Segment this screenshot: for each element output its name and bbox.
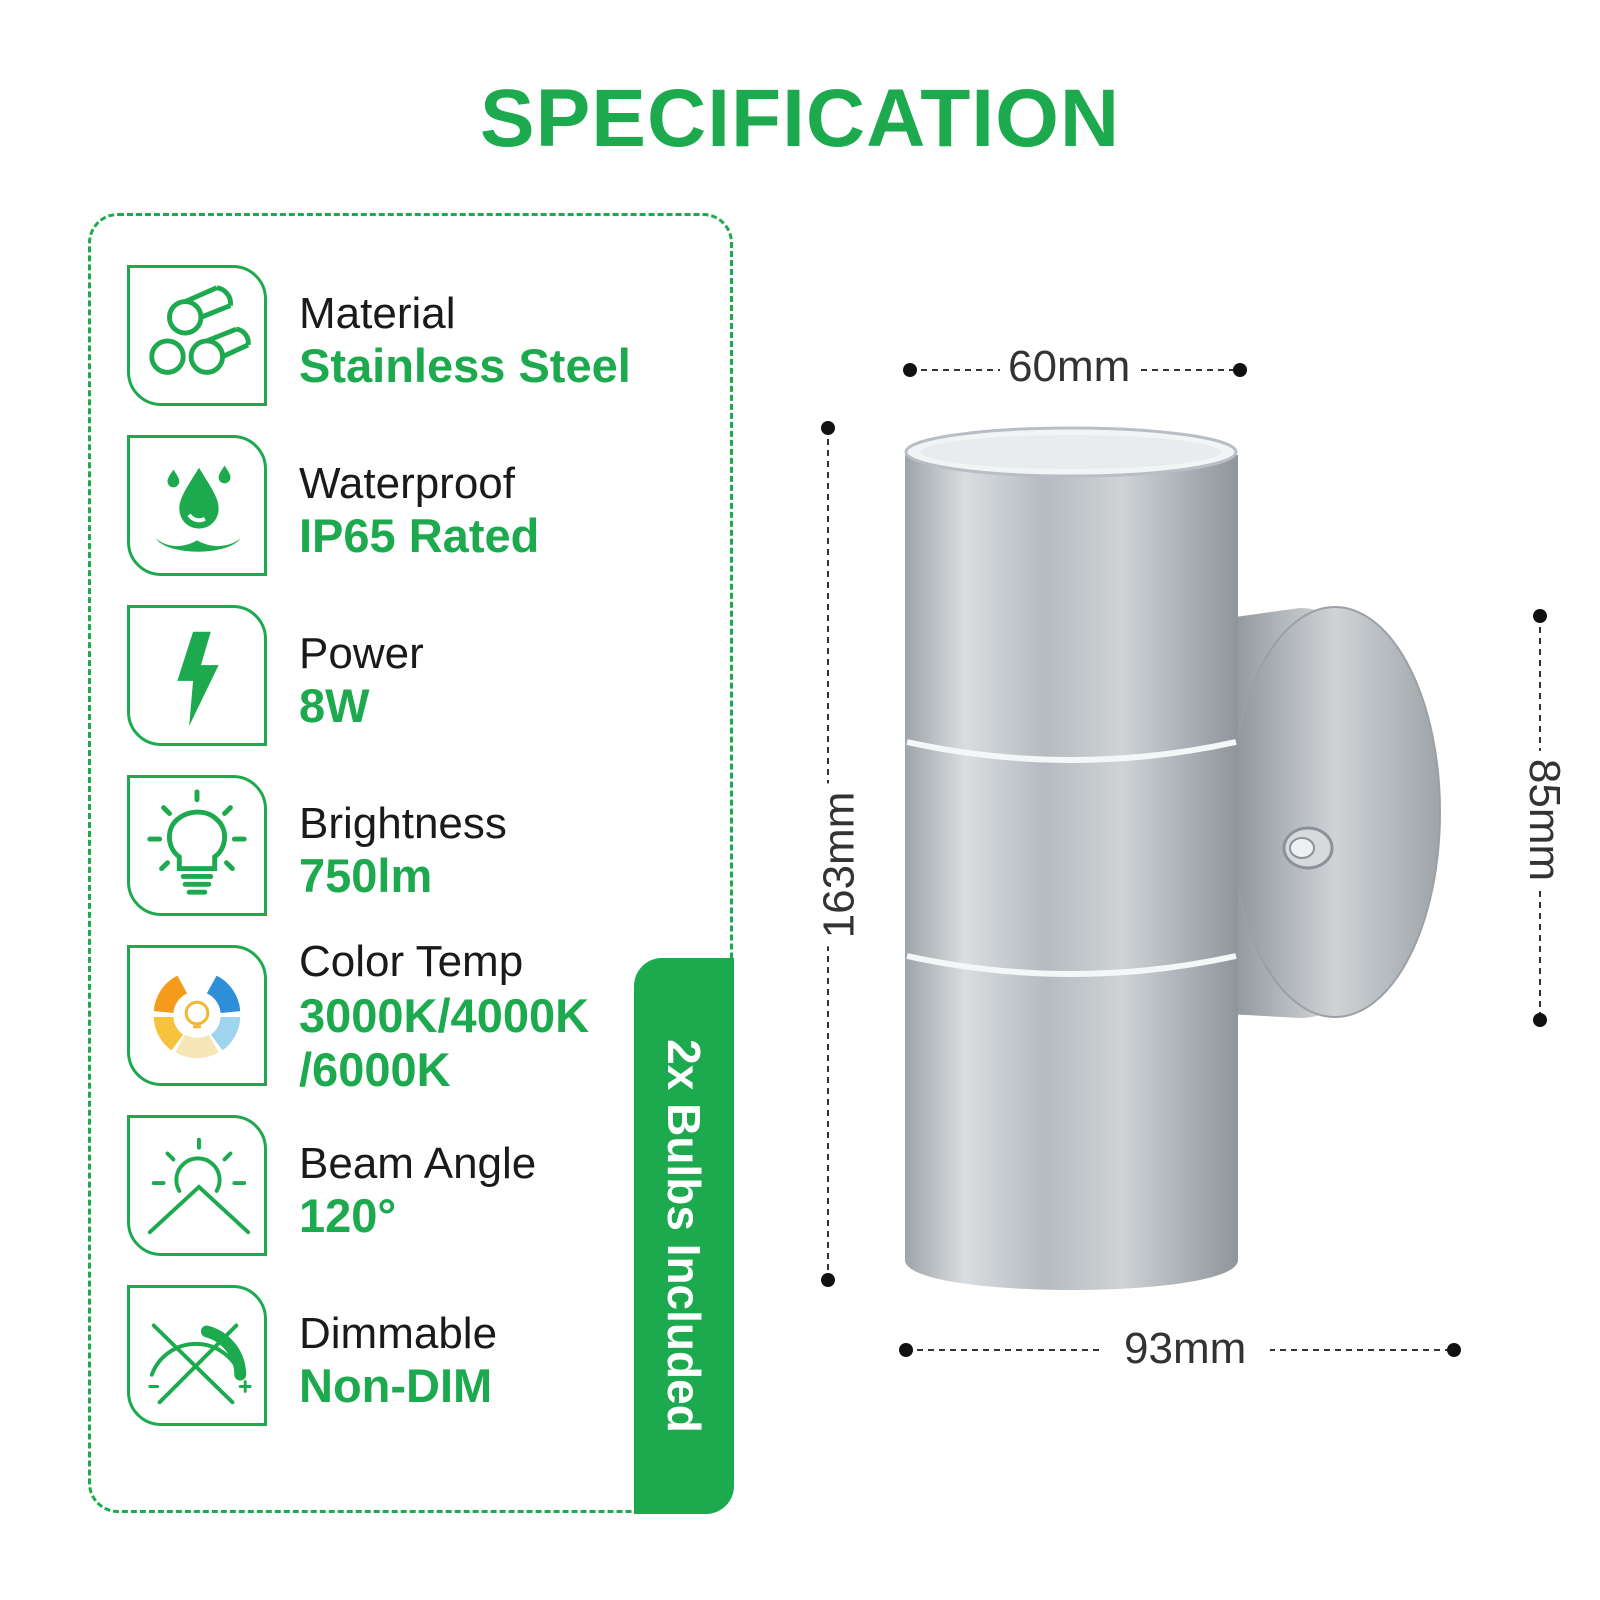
water-drop-icon [127,435,267,576]
wall-mount-plate [1228,606,1441,1018]
spec-row-color-temp: Color Temp 3000K/4000K /6000K [127,937,647,1096]
dimmer-dial-icon [127,1285,267,1426]
spec-value: 120° [299,1189,397,1242]
bulbs-included-text: 2x Bulbs Included [658,1039,710,1433]
page-title: SPECIFICATION [479,73,1121,164]
wall-light-illustration [821,363,1547,1357]
steel-pipes-icon [127,265,267,406]
spec-label: Color Temp [299,937,524,986]
spec-value: 3000K/4000K /6000K [299,989,590,1096]
dimension-label-height: 163mm [814,783,865,947]
light-bulb-icon [127,775,267,916]
sun-angle-icon [127,1115,267,1256]
dimension-label-top-width: 60mm [1000,342,1139,392]
spec-panel [88,213,733,1513]
spec-value: 8W [299,679,370,732]
dimension-label-total-width: 93mm [1100,1324,1271,1374]
spec-value: IP65 Rated [299,509,540,562]
spec-row-material: Material Stainless Steel [127,265,647,410]
spec-label: Material [299,289,456,338]
spec-row-power: Power 8W [127,605,647,750]
spec-label: Beam Angle [299,1139,537,1188]
spec-value: Stainless Steel [299,339,631,392]
spec-label: Brightness [299,799,507,848]
spec-value: 750lm [299,849,433,902]
spec-row-dimmable: Dimmable Non-DIM [127,1285,647,1430]
dimension-line-height [821,421,835,1287]
bulbs-included-badge: 2x Bulbs Included [634,958,734,1514]
spec-label: Power [299,629,424,678]
spec-label: Waterproof [299,459,516,508]
color-wheel-icon [127,945,267,1086]
spec-label: Dimmable [299,1309,498,1358]
spec-row-waterproof: Waterproof IP65 Rated [127,435,647,580]
lightning-bolt-icon [127,605,267,746]
dimension-label-plate-height: 85mm [1519,750,1570,890]
dimension-line-total-width [899,1343,1461,1357]
spec-row-beam-angle: Beam Angle 120° [127,1115,647,1260]
light-cylinder [904,426,1238,1290]
spec-row-brightness: Brightness 750lm [127,775,647,920]
spec-value: Non-DIM [299,1359,493,1412]
